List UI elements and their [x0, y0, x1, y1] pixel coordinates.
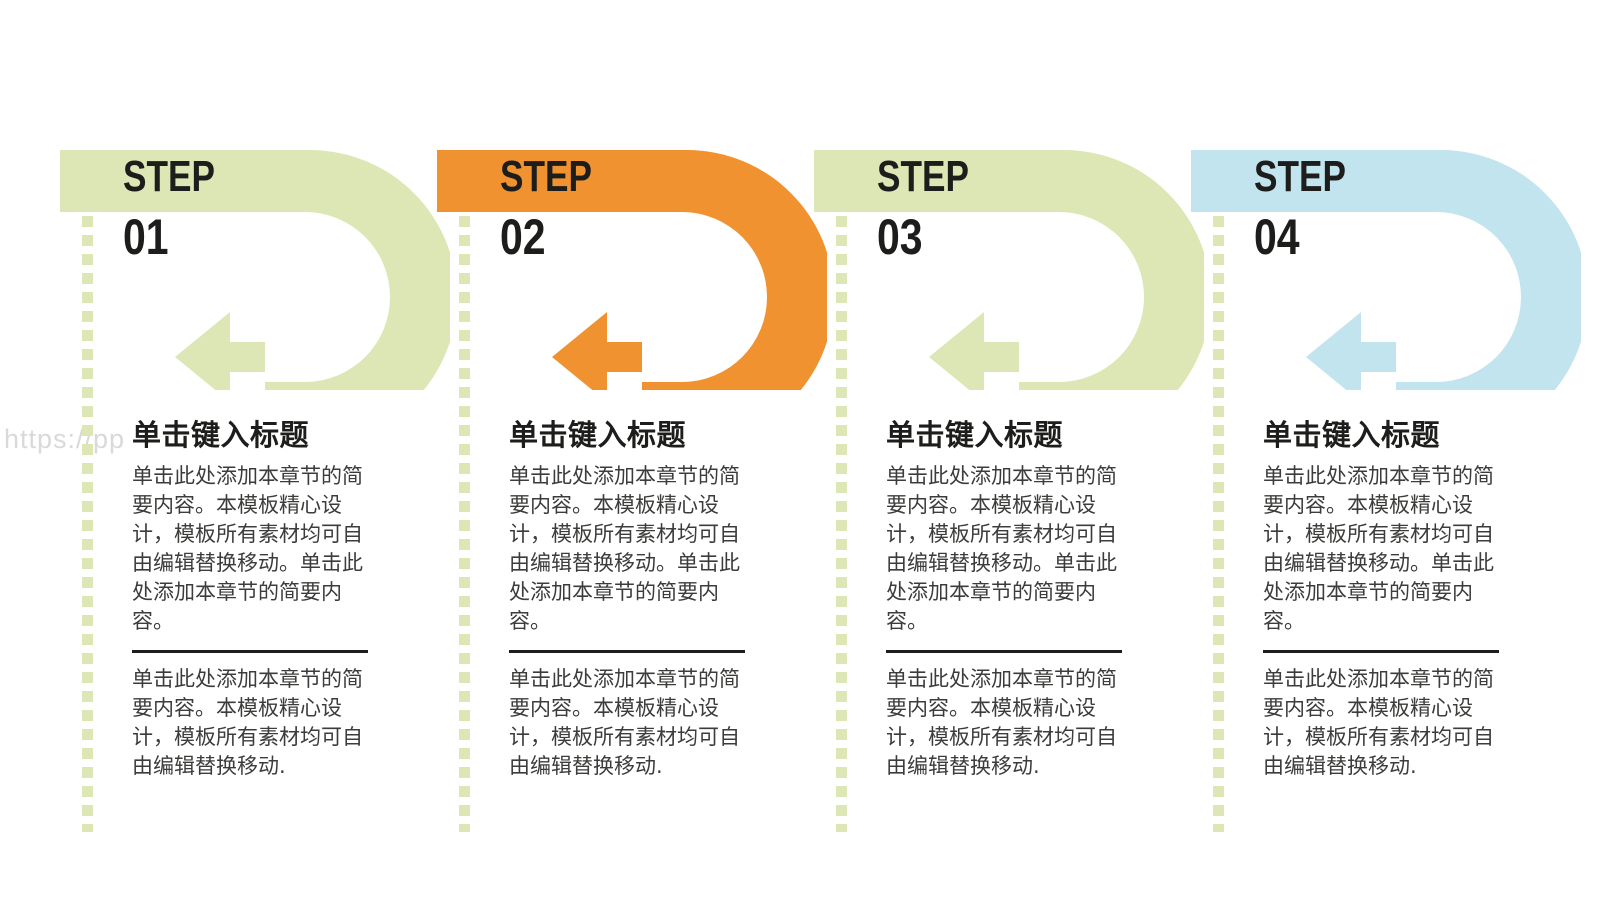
- step-word-3: STEP: [877, 152, 969, 201]
- divider-4: [1263, 650, 1499, 653]
- step-number-1: 01: [123, 209, 169, 265]
- hook-arrow-path-4: [1191, 150, 1581, 390]
- step-column-1: STEP 01 单击键入标题 单击此处添加本章节的简要内容。本模板精心设计，模板…: [60, 0, 450, 900]
- step-column-3: STEP 03 单击键入标题 单击此处添加本章节的简要内容。本模板精心设计，模板…: [814, 0, 1204, 900]
- hook-arrow-3: [814, 150, 1204, 390]
- hook-arrow-path-2: [437, 150, 827, 390]
- step-number-3: 03: [877, 209, 923, 265]
- hook-arrow-2: [437, 150, 827, 390]
- step-word-4: STEP: [1254, 152, 1346, 201]
- column-paragraph-2b: 单击此处添加本章节的简要内容。本模板精心设计，模板所有素材均可自由编辑替换移动.: [509, 667, 740, 778]
- column-title-3: 单击键入标题: [886, 418, 1064, 452]
- dotted-rail-1: [82, 216, 93, 832]
- column-paragraph-1a: 单击此处添加本章节的简要内容。本模板精心设计，模板所有素材均可自由编辑替换移动。…: [132, 464, 363, 633]
- column-paragraph-3b: 单击此处添加本章节的简要内容。本模板精心设计，模板所有素材均可自由编辑替换移动.: [886, 667, 1117, 778]
- dotted-rail-2: [459, 216, 470, 832]
- text-block-2: 单击键入标题 单击此处添加本章节的简要内容。本模板精心设计，模板所有素材均可自由…: [509, 416, 759, 781]
- hook-arrow-path-1: [60, 150, 450, 390]
- step-column-4: STEP 04 单击键入标题 单击此处添加本章节的简要内容。本模板精心设计，模板…: [1191, 0, 1581, 900]
- column-paragraph-2a: 单击此处添加本章节的简要内容。本模板精心设计，模板所有素材均可自由编辑替换移动。…: [509, 464, 740, 633]
- hook-arrow-1: [60, 150, 450, 390]
- step-number-4: 04: [1254, 209, 1300, 265]
- column-title-4: 单击键入标题: [1263, 418, 1441, 452]
- column-title-1: 单击键入标题: [132, 418, 310, 452]
- step-number-2: 02: [500, 209, 546, 265]
- divider-2: [509, 650, 745, 653]
- step-word-1: STEP: [123, 152, 215, 201]
- dotted-rail-3: [836, 216, 847, 832]
- text-block-4: 单击键入标题 单击此处添加本章节的简要内容。本模板精心设计，模板所有素材均可自由…: [1263, 416, 1513, 781]
- step-column-2: STEP 02 单击键入标题 单击此处添加本章节的简要内容。本模板精心设计，模板…: [437, 0, 827, 900]
- hook-arrow-path-3: [814, 150, 1204, 390]
- column-paragraph-1b: 单击此处添加本章节的简要内容。本模板精心设计，模板所有素材均可自由编辑替换移动.: [132, 667, 363, 778]
- dotted-rail-4: [1213, 216, 1224, 832]
- column-paragraph-4b: 单击此处添加本章节的简要内容。本模板精心设计，模板所有素材均可自由编辑替换移动.: [1263, 667, 1494, 778]
- column-paragraph-3a: 单击此处添加本章节的简要内容。本模板精心设计，模板所有素材均可自由编辑替换移动。…: [886, 464, 1117, 633]
- divider-1: [132, 650, 368, 653]
- text-block-1: 单击键入标题 单击此处添加本章节的简要内容。本模板精心设计，模板所有素材均可自由…: [132, 416, 382, 781]
- column-paragraph-4a: 单击此处添加本章节的简要内容。本模板精心设计，模板所有素材均可自由编辑替换移动。…: [1263, 464, 1494, 633]
- step-word-2: STEP: [500, 152, 592, 201]
- divider-3: [886, 650, 1122, 653]
- hook-arrow-4: [1191, 150, 1581, 390]
- text-block-3: 单击键入标题 单击此处添加本章节的简要内容。本模板精心设计，模板所有素材均可自由…: [886, 416, 1136, 781]
- column-title-2: 单击键入标题: [509, 418, 687, 452]
- watermark-text: https://pp: [4, 424, 126, 454]
